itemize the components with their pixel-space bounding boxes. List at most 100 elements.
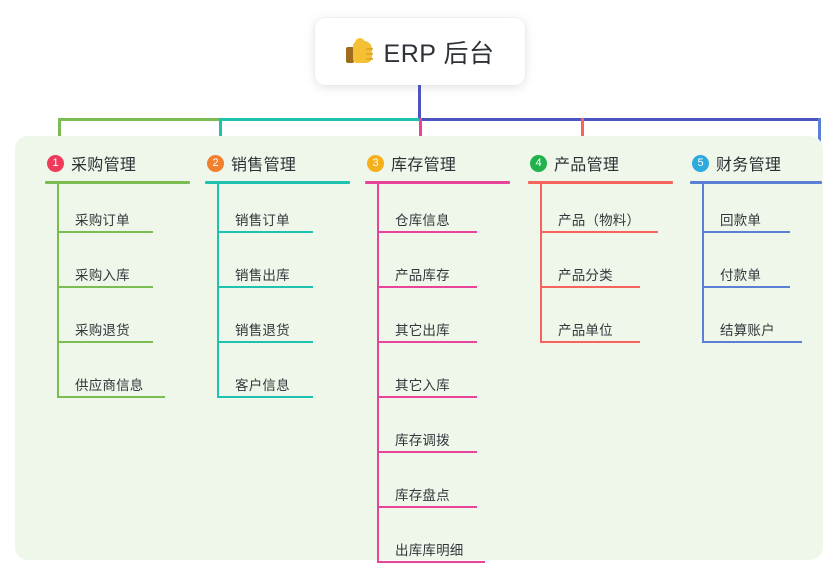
branch-item-underline	[540, 286, 640, 288]
branch-item-underline	[540, 341, 640, 343]
connector-bus-segment-1	[58, 118, 219, 121]
branch-items: 采购订单采购入库采购退货供应商信息	[45, 184, 195, 404]
branch-item[interactable]: 结算账户	[702, 294, 839, 349]
branch-column-财务管理: 5 财务管理回款单付款单结算账户	[690, 150, 839, 349]
branch-item-label: 采购退货	[75, 323, 130, 338]
branch-item[interactable]: 供应商信息	[57, 349, 195, 404]
branch-spine	[377, 184, 379, 563]
branch-item-underline	[377, 451, 477, 453]
branch-title: 采购管理	[71, 157, 137, 174]
branch-item[interactable]: 销售订单	[217, 184, 355, 239]
branch-item[interactable]: 采购入库	[57, 239, 195, 294]
branch-number-badge: 4	[530, 154, 547, 172]
branch-item[interactable]: 采购退货	[57, 294, 195, 349]
branch-title: 财务管理	[716, 157, 782, 174]
branch-item[interactable]: 销售出库	[217, 239, 355, 294]
branch-item[interactable]: 其它出库	[377, 294, 515, 349]
branch-item-underline	[217, 286, 313, 288]
branch-item-underline	[217, 231, 313, 233]
branch-item[interactable]: 付款单	[702, 239, 839, 294]
branch-item-underline	[702, 286, 790, 288]
branch-item-underline	[377, 506, 477, 508]
branch-header-库存管理[interactable]: 3 库存管理	[365, 150, 515, 176]
branch-item-underline	[702, 231, 790, 233]
branch-item-label: 客户信息	[235, 378, 290, 393]
root-node-card[interactable]: ERP 后台	[315, 18, 525, 85]
branch-item[interactable]: 销售退货	[217, 294, 355, 349]
branch-column-销售管理: 2 销售管理销售订单销售出库销售退货客户信息	[205, 150, 355, 404]
branch-column-库存管理: 3 库存管理仓库信息产品库存其它出库其它入库库存调拨库存盘点出库库明细	[365, 150, 515, 569]
branch-spine	[540, 184, 542, 343]
branch-item-label: 付款单	[720, 268, 762, 283]
branch-item-label: 供应商信息	[75, 378, 144, 393]
branch-item-underline	[217, 341, 313, 343]
branch-item-label: 回款单	[720, 213, 762, 228]
branch-title: 销售管理	[231, 157, 297, 174]
branch-item-underline	[377, 561, 485, 563]
branch-item-underline	[57, 396, 165, 398]
branch-item[interactable]: 仓库信息	[377, 184, 515, 239]
branch-item-label: 库存盘点	[395, 488, 450, 503]
branch-item[interactable]: 库存调拨	[377, 404, 515, 459]
branch-item[interactable]: 出库库明细	[377, 514, 515, 569]
branch-items: 仓库信息产品库存其它出库其它入库库存调拨库存盘点出库库明细	[365, 184, 515, 569]
branch-item[interactable]: 其它入库	[377, 349, 515, 404]
branch-underline	[205, 181, 350, 184]
branch-item-label: 其它出库	[395, 323, 450, 338]
branch-spine	[217, 184, 219, 398]
branch-items: 销售订单销售出库销售退货客户信息	[205, 184, 355, 404]
branch-underline	[528, 181, 673, 184]
branch-items: 回款单付款单结算账户	[690, 184, 839, 349]
branch-item-underline	[217, 396, 313, 398]
branch-item-label: 其它入库	[395, 378, 450, 393]
branch-item[interactable]: 产品单位	[540, 294, 678, 349]
connector-bus-segment-3	[419, 118, 820, 121]
root-node-content: ERP 后台	[345, 34, 495, 70]
branch-item[interactable]: 产品分类	[540, 239, 678, 294]
branch-spine	[57, 184, 59, 398]
branch-item-label: 仓库信息	[395, 213, 450, 228]
branches-panel: 1 采购管理采购订单采购入库采购退货供应商信息 2 销售管理销售订单销售出库销售退货客…	[15, 136, 823, 563]
branch-item-underline	[377, 286, 477, 288]
branch-item-underline	[377, 341, 477, 343]
branch-items: 产品（物料）产品分类产品单位	[528, 184, 678, 349]
branch-item[interactable]: 客户信息	[217, 349, 355, 404]
branch-underline	[365, 181, 510, 184]
branch-title: 库存管理	[391, 157, 457, 174]
branch-item-label: 结算账户	[720, 323, 775, 338]
branch-title: 产品管理	[554, 157, 620, 174]
branch-header-产品管理[interactable]: 4 产品管理	[528, 150, 678, 176]
branch-item[interactable]: 产品库存	[377, 239, 515, 294]
branch-underline	[45, 181, 190, 184]
connector-trunk	[418, 85, 421, 120]
branch-number-badge: 1	[47, 154, 64, 172]
branch-number-badge: 2	[207, 154, 224, 172]
branch-item[interactable]: 回款单	[702, 184, 839, 239]
branch-item[interactable]: 产品（物料）	[540, 184, 678, 239]
root-node-title: ERP 后台	[383, 39, 495, 68]
branch-item-underline	[57, 286, 153, 288]
branch-item-label: 产品单位	[558, 323, 613, 338]
branch-number-badge: 5	[692, 154, 709, 172]
branch-underline	[690, 181, 822, 184]
branch-item-underline	[377, 231, 477, 233]
branch-item-label: 销售出库	[235, 268, 290, 283]
branch-item-label: 采购订单	[75, 213, 130, 228]
branch-item-label: 销售订单	[235, 213, 290, 228]
branch-item-label: 采购入库	[75, 268, 130, 283]
branch-column-产品管理: 4 产品管理产品（物料）产品分类产品单位	[528, 150, 678, 349]
branch-header-财务管理[interactable]: 5 财务管理	[690, 150, 839, 176]
branch-header-采购管理[interactable]: 1 采购管理	[45, 150, 195, 176]
branch-item-underline	[702, 341, 802, 343]
branch-item-label: 销售退货	[235, 323, 290, 338]
branch-item[interactable]: 采购订单	[57, 184, 195, 239]
branch-item-label: 出库库明细	[395, 543, 464, 558]
branch-header-销售管理[interactable]: 2 销售管理	[205, 150, 355, 176]
branch-spine	[702, 184, 704, 343]
branch-number-badge: 3	[367, 154, 384, 172]
connector-bus-segment-2	[219, 118, 419, 121]
branch-item-underline	[57, 231, 153, 233]
branch-item[interactable]: 库存盘点	[377, 459, 515, 514]
branch-item-underline	[57, 341, 153, 343]
